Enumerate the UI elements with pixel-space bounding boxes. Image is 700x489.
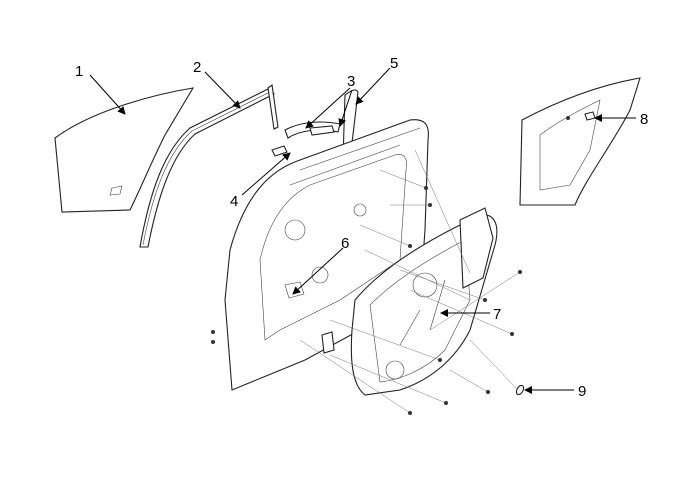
fasteners	[211, 116, 570, 415]
hole-plug	[515, 384, 525, 396]
callout-9: 9	[524, 383, 586, 400]
door-inner-panel	[224, 119, 429, 391]
svg-text:1: 1	[75, 63, 83, 80]
door-glass	[54, 87, 195, 213]
callout-3: 3	[305, 73, 355, 129]
callout-2: 2	[193, 59, 241, 109]
svg-text:5: 5	[390, 55, 398, 72]
outside-handle	[271, 121, 341, 157]
svg-text:8: 8	[640, 111, 648, 128]
callout-5: 5	[355, 55, 398, 105]
svg-text:3: 3	[347, 73, 355, 90]
callout-4: 4	[230, 152, 291, 210]
quarter-panel	[519, 77, 641, 206]
callout-1: 1	[75, 63, 126, 115]
svg-text:6: 6	[341, 235, 349, 252]
glass-run-channel	[139, 84, 279, 248]
svg-text:9: 9	[578, 383, 586, 400]
callout-8: 8	[594, 111, 648, 128]
svg-text:4: 4	[230, 193, 238, 210]
svg-text:7: 7	[493, 306, 501, 323]
callout-7: 7	[440, 306, 501, 323]
svg-text:2: 2	[193, 59, 201, 76]
door-module-panel	[321, 207, 498, 396]
callout-6: 6	[292, 235, 349, 295]
